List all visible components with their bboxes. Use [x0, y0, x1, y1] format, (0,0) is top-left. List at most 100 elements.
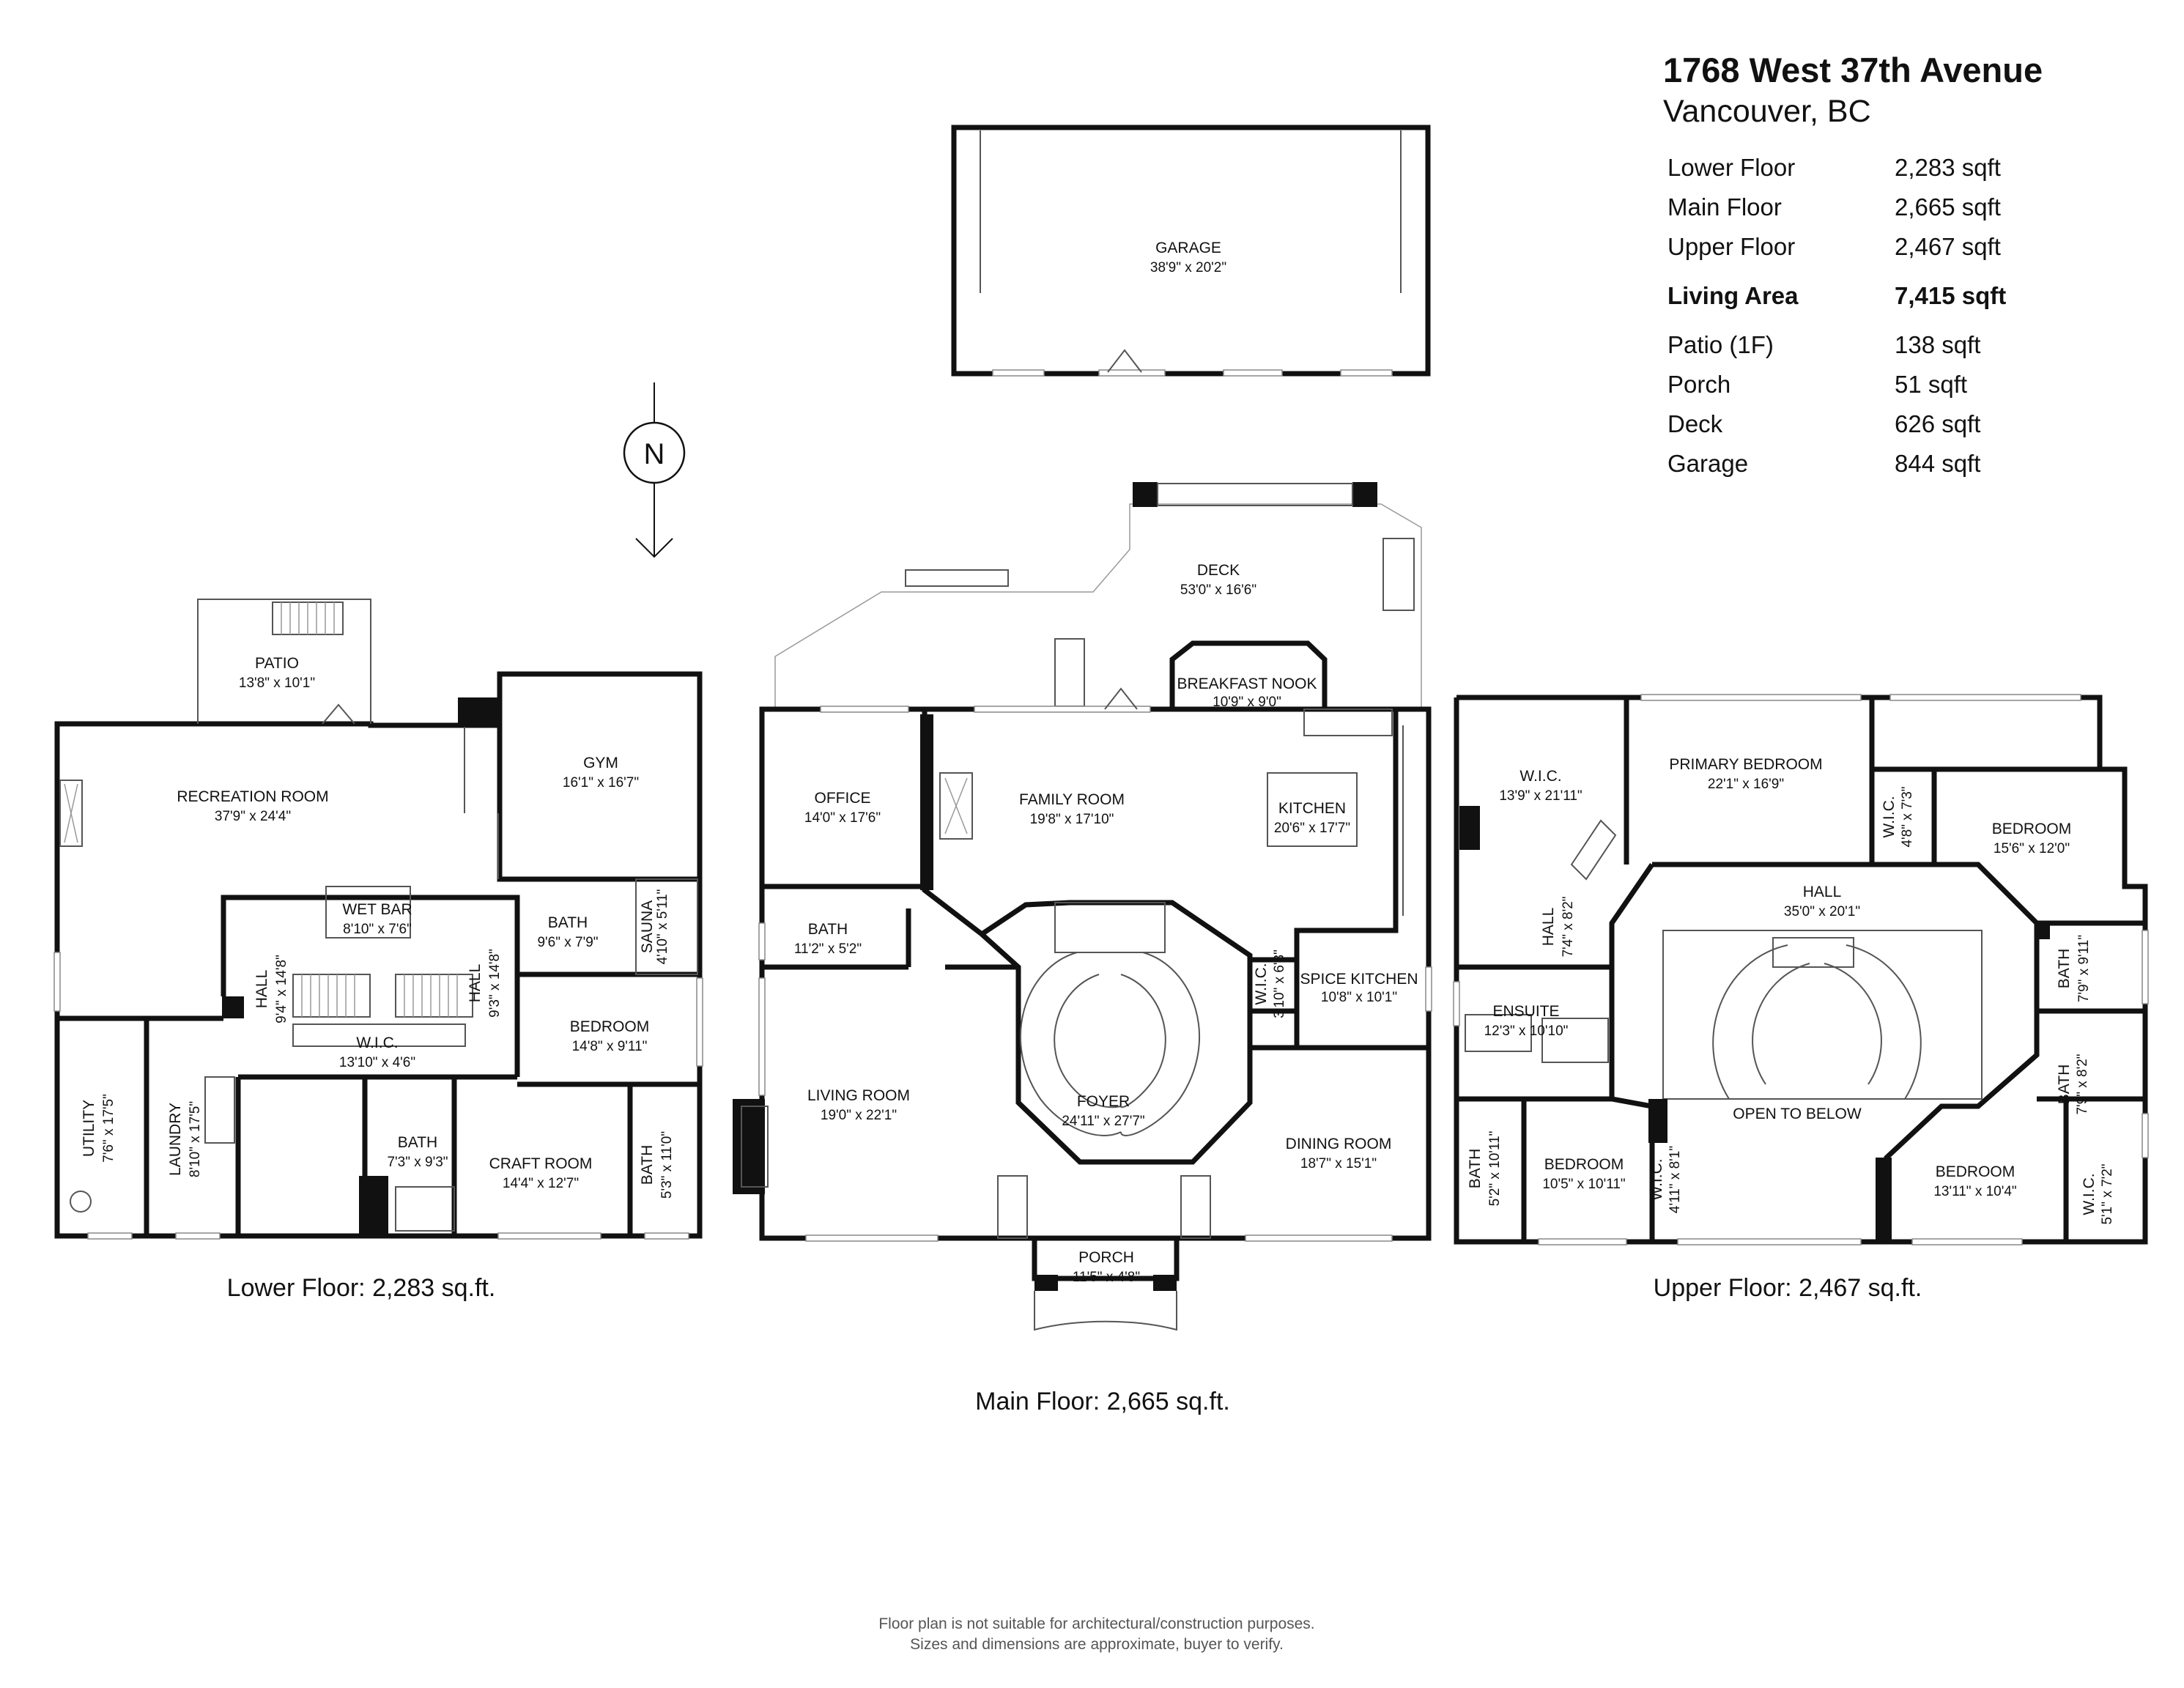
garage-plan: GARAGE 38'9" x 20'2" — [951, 125, 1431, 377]
craft-room-dim: 14'4" x 12'7" — [503, 1176, 579, 1191]
area-value: 2,665 sqft — [1895, 193, 2001, 221]
area-row: Patio (1F)138 sqft — [1663, 325, 2006, 365]
living-room-dim: 19'0" x 22'1" — [821, 1108, 897, 1123]
area-label: Deck — [1667, 410, 1723, 437]
dining-room-name: DINING ROOM — [1286, 1136, 1392, 1152]
open-to-below-label: OPEN TO BELOW — [1733, 1106, 1862, 1122]
wic-upper-3-room-dim: 4'11" x 8'1" — [1667, 1146, 1683, 1213]
area-label: Lower Floor — [1667, 154, 1796, 181]
hall-upper-1-room-dim: 35'0" x 20'1" — [1784, 904, 1860, 919]
wet-bar-room-dim: 8'10" x 7'6" — [343, 922, 412, 937]
kitchen-room-dim: 20'6" x 17'7" — [1274, 821, 1350, 836]
breakfast-nook-room-dim: 10'9" x 9'0" — [1213, 695, 1281, 710]
bath-upper-1-room-dim: 7'9" x 9'11" — [2076, 935, 2092, 1002]
porch-room-dim: 11'5" x 4'8" — [1073, 1270, 1140, 1285]
wic-upper-2-room-dim: 4'8" x 7'3" — [1900, 786, 1915, 847]
porch-room-name: PORCH — [1078, 1249, 1134, 1266]
area-row: Main Floor 2,665 sqft — [1663, 188, 2006, 227]
bedroom-lower-room-name: BEDROOM — [570, 1018, 650, 1035]
bath-main-room-dim: 11'2" x 5'2" — [794, 941, 862, 957]
spice-kitchen-room-name: SPICE KITCHEN — [1300, 971, 1418, 988]
wic-upper-1-room-dim: 13'9" x 21'11" — [1499, 788, 1582, 804]
bath-lower-2-room-dim: 7'3" x 9'3" — [387, 1155, 448, 1170]
wic-upper-2-room-name: W.I.C. — [1881, 796, 1898, 837]
bedroom-lower-room-dim: 14'8" x 9'11" — [572, 1039, 648, 1054]
wic-upper-4-room-dim: 5'1" x 7'2" — [2100, 1163, 2115, 1224]
ensuite-room-name: ENSUITE — [1492, 1003, 1559, 1020]
kitchen-room-name: KITCHEN — [1278, 800, 1346, 817]
gym-room-dim: 16'1" x 16'7" — [563, 775, 639, 791]
bath-upper-3-room-dim: 5'2" x 10'11" — [1487, 1131, 1503, 1207]
dining-room-dim: 18'7" x 15'1" — [1300, 1156, 1377, 1171]
hall-lower-1-room-name: HALL — [253, 970, 270, 1009]
area-row: Upper Floor 2,467 sqft — [1663, 227, 2006, 267]
foyer-room-name: FOYER — [1077, 1093, 1130, 1110]
area-value: 7,415 sqft — [1895, 282, 2007, 309]
patio-room-name: PATIO — [255, 655, 299, 672]
area-label: Porch — [1667, 371, 1731, 398]
deck-room-dim: 53'0" x 16'6" — [1180, 582, 1256, 598]
area-label: Living Area — [1667, 282, 1799, 309]
area-row: Garage 844 sqft — [1663, 444, 2006, 484]
area-label: Garage — [1667, 450, 1749, 477]
bath-lower-1-room-dim: 9'6" x 7'9" — [537, 935, 598, 950]
gym-room-name: GYM — [583, 755, 618, 771]
sauna-room-name: SAUNA — [639, 900, 656, 953]
hall-lower-2-room-dim: 9'3" x 14'8" — [487, 949, 503, 1018]
primary-bedroom-room-name: PRIMARY BEDROOM — [1669, 756, 1822, 773]
utility-room-name: UTILITY — [81, 1100, 97, 1157]
laundry-room-dim: 8'10" x 17'5" — [188, 1101, 203, 1177]
lower-floor-label: Lower Floor: 2,283 sq.ft. — [227, 1274, 496, 1302]
area-label: Main Floor — [1667, 193, 1782, 221]
area-value: 2,467 sqft — [1895, 233, 2001, 260]
area-label: Upper Floor — [1667, 233, 1796, 260]
craft-room-name: CRAFT ROOM — [489, 1155, 593, 1172]
bedroom-upper-3-room-name: BEDROOM — [1936, 1163, 2015, 1180]
wic-upper-1-room-name: W.I.C. — [1519, 768, 1561, 785]
wet-bar-room-name: WET BAR — [342, 901, 412, 918]
wic-upper-3-room-name: W.I.C. — [1648, 1158, 1665, 1200]
breakfast-nook-room-name: BREAKFAST NOOK — [1177, 675, 1317, 692]
ensuite-room-dim: 12'3" x 10'10" — [1484, 1023, 1569, 1039]
bath-upper-2-room-dim: 7'9" x 8'2" — [2075, 1054, 2090, 1114]
recreation-room-name: RECREATION ROOM — [177, 788, 328, 805]
address-line-1: 1768 West 37th Avenue — [1663, 51, 2043, 89]
area-row: Deck 626 sqft — [1663, 404, 2006, 444]
area-value: 626 sqft — [1895, 410, 1981, 437]
laundry-room-name: LAUNDRY — [167, 1103, 184, 1176]
hall-lower-2-room-name: HALL — [467, 964, 484, 1003]
deck-room-name: DECK — [1197, 562, 1240, 579]
bedroom-upper-1-room-dim: 15'6" x 12'0" — [1994, 841, 2070, 856]
area-value: 51 sqft — [1895, 371, 1968, 398]
area-value: 138 sqft — [1895, 331, 1981, 358]
address-line-2: Vancouver, BC — [1663, 94, 1871, 129]
wic-upper-4-room-name: W.I.C. — [2081, 1173, 2098, 1215]
family-room-dim: 19'8" x 17'10" — [1030, 812, 1114, 827]
bath-upper-3-room-name: BATH — [1467, 1149, 1484, 1188]
upper-floor-plan: W.I.C. 13'9" x 21'11" PRIMARY BEDROOM 22… — [1453, 694, 2149, 1245]
bath-upper-1-room-name: BATH — [2056, 949, 2073, 988]
area-value: 844 sqft — [1895, 450, 1981, 477]
wic-main-room-dim: 3'10" x 6'3" — [1272, 949, 1287, 1018]
bath-main-room-name: BATH — [808, 921, 848, 938]
bath-lower-2-room-name: BATH — [398, 1134, 437, 1151]
bath-lower-3-room-name: BATH — [639, 1145, 656, 1185]
lower-floor-plan: PATIO 13'8" x 10'1" RECREATION ROOM 37'9… — [53, 599, 703, 1240]
main-floor-label: Main Floor: 2,665 sq.ft. — [975, 1388, 1230, 1415]
north-compass-icon: N — [623, 382, 686, 558]
hall-lower-1-room-dim: 9'4" x 14'8" — [274, 955, 289, 1023]
area-row: Lower Floor 2,283 sqft — [1663, 148, 2006, 188]
hall-upper-1-room-name: HALL — [1803, 884, 1842, 900]
property-summary: 1768 West 37th Avenue Vancouver, BC Lowe… — [1663, 50, 2132, 484]
area-row: Living Area 7,415 sqft — [1663, 267, 2006, 325]
bath-lower-1-room-name: BATH — [548, 914, 588, 931]
area-value: 2,283 sqft — [1895, 154, 2001, 181]
office-room-name: OFFICE — [815, 790, 871, 807]
primary-bedroom-room-dim: 22'1" x 16'9" — [1708, 777, 1784, 792]
patio-room-dim: 13'8" x 10'1" — [239, 675, 315, 691]
garage-room-name: GARAGE — [1155, 240, 1221, 256]
bedroom-upper-3-room-dim: 13'11" x 10'4" — [1933, 1184, 2016, 1199]
main-floor-plan: DECK 53'0" x 16'6" BREAKFAST NOOK 10'9" … — [733, 482, 1432, 1331]
office-room-dim: 14'0" x 17'6" — [804, 810, 881, 826]
